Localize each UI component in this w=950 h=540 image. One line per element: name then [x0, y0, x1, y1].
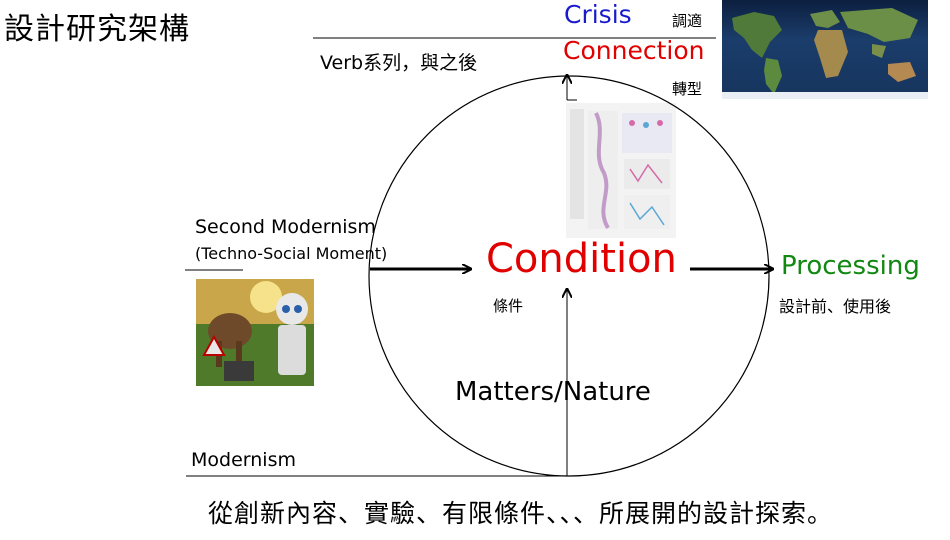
world-map-graphic — [722, 8, 928, 99]
zhuanxing-label: 轉型 — [672, 80, 703, 98]
connection-label: Connection — [563, 36, 705, 65]
processing-zh-label: 設計前、使用後 — [779, 297, 892, 316]
verb-series-label: Verb系列，與之後 — [320, 52, 478, 74]
second-modernism-label: Second Modernism — [195, 216, 376, 238]
page-title: 設計研究架構 — [4, 12, 190, 47]
modernism-label: Modernism — [191, 449, 296, 471]
footer-text: 從創新內容、實驗、有限條件、、、所展開的設計探索。 — [208, 499, 834, 528]
robot-cow-image — [196, 279, 314, 386]
condition-zh-label: 條件 — [493, 297, 524, 315]
matters-nature-label: Matters/Nature — [455, 377, 651, 407]
tiaoshi-label: 調適 — [672, 12, 703, 30]
world-map-image — [722, 0, 928, 99]
main-circle — [368, 75, 770, 477]
processing-label: Processing — [781, 251, 920, 281]
poster-thumbnail-graphic — [570, 109, 672, 230]
techno-social-label: (Techno-Social Moment) — [195, 244, 388, 263]
poster-thumbnail — [566, 103, 676, 238]
crisis-label: Crisis — [564, 0, 632, 29]
condition-label: Condition — [486, 236, 677, 282]
robot-cow-graphic — [196, 279, 314, 386]
